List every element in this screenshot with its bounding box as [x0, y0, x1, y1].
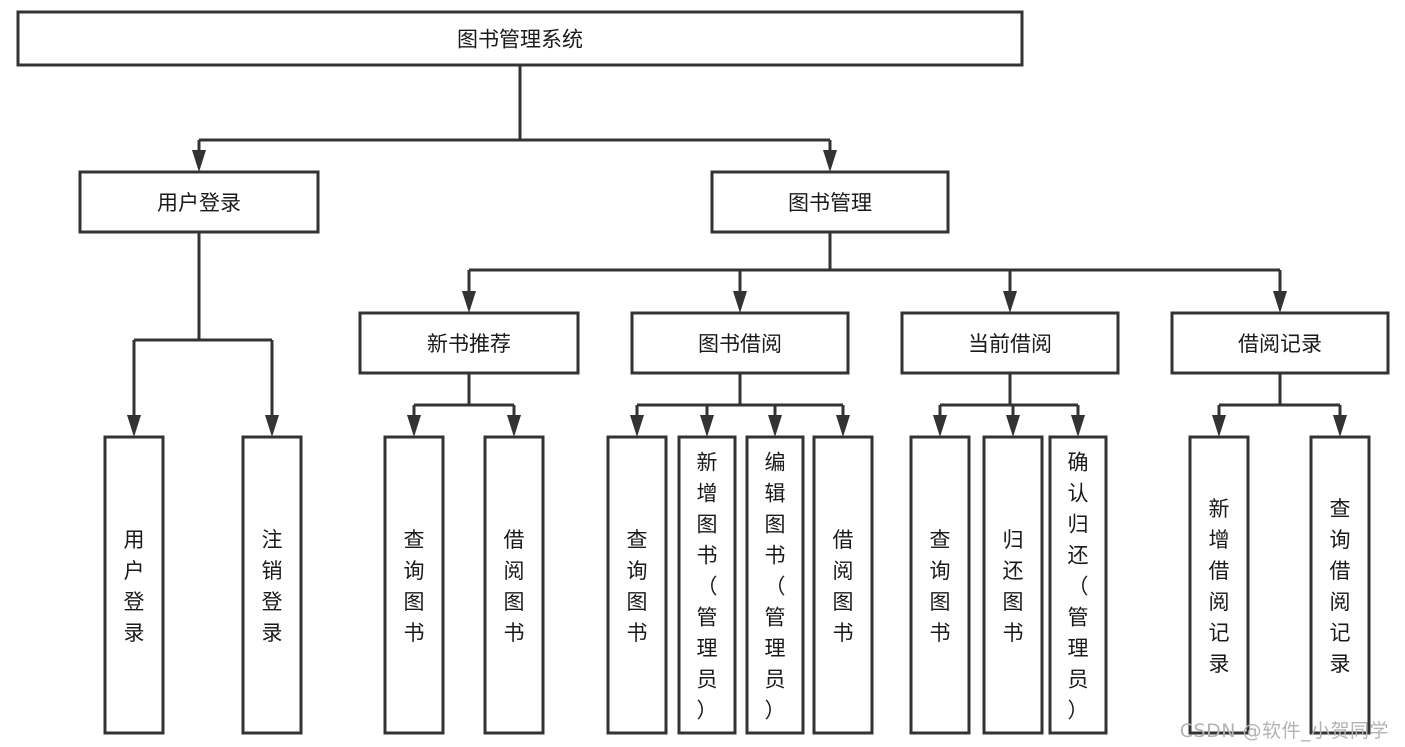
node-label-user-login: 用户登录	[157, 191, 241, 215]
node-label-leaf-return-book: 归还图书	[1003, 528, 1024, 645]
arrow-head-icon	[836, 415, 850, 437]
node-label-leaf-borrow-book-2: 借阅图书	[833, 528, 854, 645]
node-box-leaf-borrow-book-2	[812, 435, 874, 735]
node-leaf-query-book-2[interactable]: 查询图书	[606, 435, 668, 735]
node-box-book-manage	[710, 170, 950, 234]
arrow-head-icon	[265, 415, 279, 437]
arrow-head-icon	[507, 415, 521, 437]
arrow-head-icon	[1273, 291, 1287, 313]
node-current-borrow[interactable]: 当前借阅	[900, 311, 1120, 375]
arrow-head-icon	[768, 415, 782, 437]
node-box-current-borrow	[900, 311, 1120, 375]
node-box-leaf-add-book-admin	[677, 435, 737, 735]
node-label-leaf-query-book-1: 查询图书	[404, 528, 425, 645]
node-box-user-login	[78, 170, 320, 234]
arrow-head-icon	[1212, 415, 1226, 437]
node-borrow-record[interactable]: 借阅记录	[1170, 311, 1390, 375]
node-leaf-add-borrow-record[interactable]: 新增借阅记录	[1188, 435, 1250, 735]
node-leaf-edit-book-admin[interactable]: 编辑图书（管理员）	[745, 435, 805, 735]
node-label-borrow-record: 借阅记录	[1238, 332, 1322, 356]
node-box-leaf-return-book	[982, 435, 1044, 735]
node-box-borrow-record	[1170, 311, 1390, 375]
node-leaf-borrow-book-2[interactable]: 借阅图书	[812, 435, 874, 735]
node-leaf-logout-login[interactable]: 注销登录	[241, 435, 303, 735]
node-label-leaf-query-book-2: 查询图书	[627, 528, 648, 645]
node-label-leaf-confirm-return-admin: 确认归还（管理员）	[1068, 451, 1089, 723]
node-label-new-book-recommend: 新书推荐	[427, 332, 511, 356]
node-box-leaf-query-book-3	[909, 435, 971, 735]
connector-lines-layer	[127, 65, 1347, 437]
node-box-new-book-recommend	[358, 311, 580, 375]
arrow-head-icon	[407, 415, 421, 437]
node-book-borrow[interactable]: 图书借阅	[630, 311, 850, 375]
node-leaf-add-book-admin[interactable]: 新增图书（管理员）	[677, 435, 737, 735]
node-label-leaf-logout-login: 注销登录	[262, 528, 283, 645]
node-new-book-recommend[interactable]: 新书推荐	[358, 311, 580, 375]
node-user-login[interactable]: 用户登录	[78, 170, 320, 234]
node-label-leaf-add-book-admin: 新增图书（管理员）	[697, 451, 718, 723]
arrow-head-icon	[700, 415, 714, 437]
node-box-leaf-query-book-2	[606, 435, 668, 735]
node-leaf-user-login[interactable]: 用户登录	[103, 435, 165, 735]
node-leaf-query-borrow-record[interactable]: 查询借阅记录	[1309, 435, 1371, 735]
arrow-head-icon	[462, 291, 476, 313]
node-label-book-borrow: 图书借阅	[698, 332, 782, 356]
arrow-head-icon	[630, 415, 644, 437]
node-book-manage[interactable]: 图书管理	[710, 170, 950, 234]
node-box-leaf-confirm-return-admin	[1048, 435, 1108, 735]
node-leaf-query-book-3[interactable]: 查询图书	[909, 435, 971, 735]
node-box-leaf-query-borrow-record	[1309, 435, 1371, 735]
node-box-leaf-borrow-book-1	[483, 435, 545, 735]
arrow-head-icon	[1333, 415, 1347, 437]
node-label-leaf-borrow-book-1: 借阅图书	[504, 528, 525, 645]
arrow-head-icon	[733, 291, 747, 313]
node-label-leaf-edit-book-admin: 编辑图书（管理员）	[765, 451, 786, 723]
node-leaf-return-book[interactable]: 归还图书	[982, 435, 1044, 735]
node-leaf-query-book-1[interactable]: 查询图书	[383, 435, 445, 735]
node-box-leaf-query-book-1	[383, 435, 445, 735]
arrow-head-icon	[933, 415, 947, 437]
arrow-head-icon	[127, 415, 141, 437]
node-label-leaf-query-borrow-record: 查询借阅记录	[1330, 497, 1351, 676]
node-box-leaf-add-borrow-record	[1188, 435, 1250, 735]
node-root[interactable]: 图书管理系统	[16, 10, 1024, 67]
node-box-leaf-logout-login	[241, 435, 303, 735]
arrow-head-icon	[823, 150, 837, 172]
node-label-leaf-add-borrow-record: 新增借阅记录	[1209, 497, 1230, 676]
node-box-leaf-user-login	[103, 435, 165, 735]
node-label-leaf-user-login: 用户登录	[124, 528, 145, 645]
node-box-leaf-edit-book-admin	[745, 435, 805, 735]
node-leaf-confirm-return-admin[interactable]: 确认归还（管理员）	[1048, 435, 1108, 735]
node-label-root: 图书管理系统	[457, 28, 583, 52]
arrow-head-icon	[1071, 415, 1085, 437]
node-box-book-borrow	[630, 311, 850, 375]
arrow-head-icon	[1006, 415, 1020, 437]
node-label-current-borrow: 当前借阅	[968, 332, 1052, 356]
node-box-root	[16, 10, 1024, 67]
node-label-leaf-query-book-3: 查询图书	[930, 528, 951, 645]
arrow-head-icon	[192, 150, 206, 172]
node-label-book-manage: 图书管理	[788, 191, 872, 215]
node-boxes-layer: 图书管理系统用户登录图书管理新书推荐图书借阅当前借阅借阅记录用户登录注销登录查询…	[16, 10, 1390, 735]
arrow-head-icon	[1003, 291, 1017, 313]
node-leaf-borrow-book-1[interactable]: 借阅图书	[483, 435, 545, 735]
